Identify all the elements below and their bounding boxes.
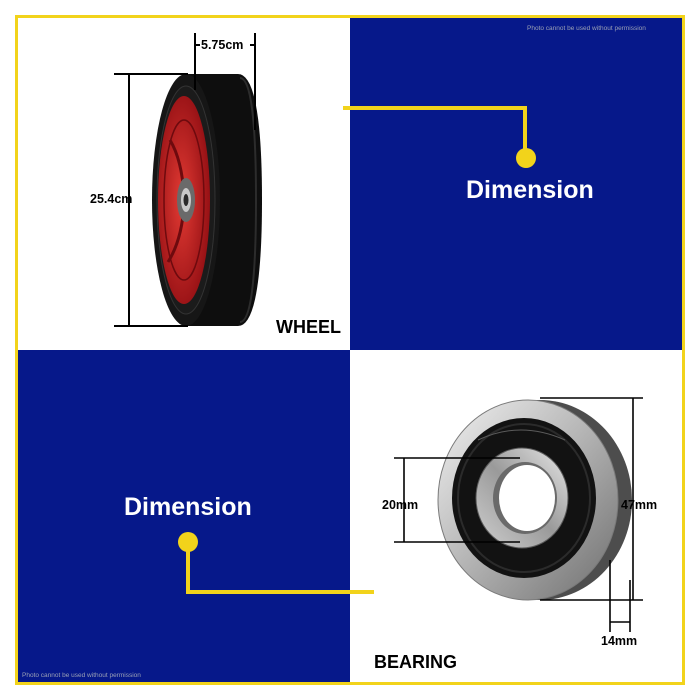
top-callout-heading: Dimension — [466, 176, 594, 204]
bottom-callout-heading: Dimension — [124, 493, 252, 521]
bearing-width-label: 14mm — [601, 634, 638, 648]
bottom-callout-panel — [18, 350, 350, 682]
bearing-title: BEARING — [374, 652, 458, 672]
watermark-bottom: Photo cannot be used without permission — [22, 672, 141, 679]
wheel-width-label: 5.75cm — [201, 38, 244, 52]
bearing-dimension-lines — [394, 397, 643, 632]
wheel-diameter-label: 25.4cm — [90, 192, 133, 206]
bearing-image — [437, 399, 632, 601]
bearing-outer-label: 47mm — [621, 498, 658, 512]
wheel-dimension-lines — [114, 33, 256, 327]
bearing-inner-label: 20mm — [382, 498, 419, 512]
watermark-top: Photo cannot be used without permission — [527, 25, 646, 32]
top-callout-connector — [343, 106, 536, 168]
wheel-title: WHEEL — [276, 317, 341, 337]
bottom-callout-connector — [178, 532, 374, 594]
image-frame — [15, 15, 685, 685]
wheel-image — [152, 74, 262, 326]
top-callout-panel — [350, 18, 682, 350]
